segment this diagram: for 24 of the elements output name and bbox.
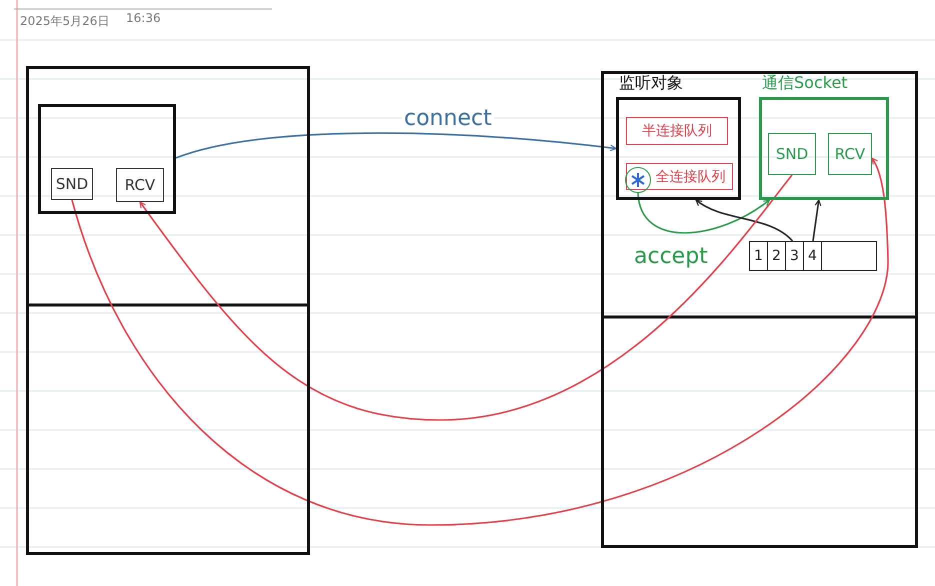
arrow — [139, 174, 793, 421]
buffer-box: RCV — [116, 168, 164, 202]
box-heading: 监听对象 — [619, 73, 683, 94]
queue-bar — [749, 241, 877, 271]
buffer-box: RCV — [828, 133, 872, 175]
arrow — [812, 199, 822, 242]
arrow — [71, 158, 889, 526]
queue-cell: 4 — [804, 242, 822, 270]
outer-box — [601, 71, 918, 548]
box-heading: 通信Socket — [762, 73, 848, 94]
outer-box — [26, 66, 310, 555]
queue-cell: 3 — [786, 242, 804, 270]
queue-cell: 1 — [750, 242, 768, 270]
queue-box: 全连接队列 — [626, 163, 733, 190]
arrow — [176, 132, 617, 159]
date-text: 2025年5月26日 — [20, 13, 110, 30]
time-text: 16:36 — [126, 11, 161, 25]
arrow — [695, 199, 794, 242]
queue-cell: 2 — [768, 242, 786, 270]
buffer-box: SND — [768, 133, 816, 175]
arrow — [637, 192, 770, 234]
buffer-box: SND — [51, 168, 93, 200]
socket-box — [38, 104, 176, 214]
queue-box: 半连接队列 — [626, 117, 728, 145]
